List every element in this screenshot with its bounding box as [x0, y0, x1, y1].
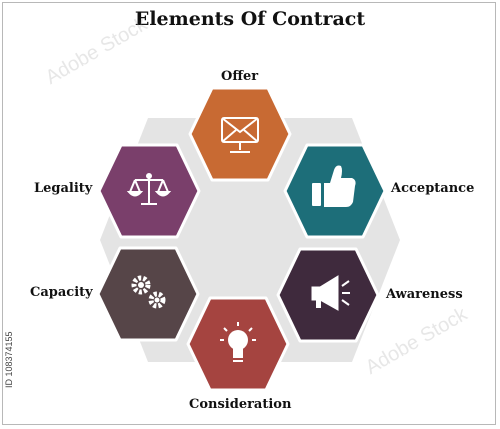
scales-icon — [126, 173, 172, 205]
hexagon-offer — [188, 86, 292, 182]
label-legality: Legality — [34, 181, 93, 196]
diagram-title: Elements Of Contract — [134, 8, 366, 30]
label-awareness: Awareness — [386, 287, 463, 302]
gears-icon — [131, 275, 166, 309]
hexagon-legality — [97, 143, 201, 239]
stock-id-text: ID 108374155 — [4, 331, 14, 389]
image-frame — [2, 2, 496, 425]
label-capacity: Capacity — [30, 285, 93, 300]
monitor-mail-icon — [221, 117, 259, 153]
thumbs-up-icon — [312, 165, 356, 207]
label-acceptance: Acceptance — [391, 181, 475, 196]
label-consideration: Consideration — [189, 397, 292, 412]
megaphone-icon — [311, 275, 350, 311]
hexagon-acceptance — [283, 143, 387, 239]
hexagon-capacity — [96, 246, 200, 342]
hexagon-awareness — [276, 247, 380, 343]
label-offer: Offer — [221, 69, 259, 84]
lightbulb-icon — [220, 322, 256, 362]
hexagon-consideration — [186, 296, 290, 392]
hexagon-shape-capacity — [96, 246, 200, 342]
hexagon-shape-offer — [188, 86, 292, 182]
